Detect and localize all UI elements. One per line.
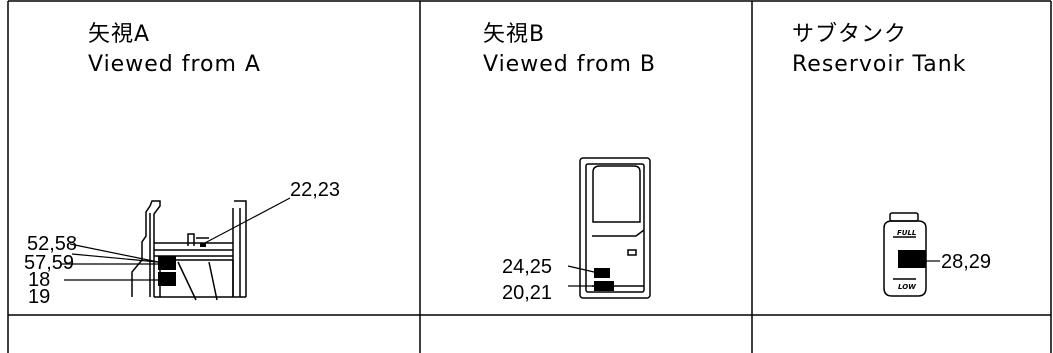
panel-frame [7,0,1052,353]
label-block-c [898,250,926,268]
label-blocks-b [594,268,614,291]
callout-19: 19 [28,286,50,308]
callout-18: 18 [28,269,50,291]
reservoir-tank-drawing [883,212,927,297]
panel-a-title-jp: 矢視A [88,22,150,47]
leader-lines-b [567,265,595,287]
panel-viewed-from-b: 矢視B Viewed from B 24,25 20,21 [483,22,656,304]
tank-low-mark: LOW [898,283,916,291]
callout-52-58: 52,58 [27,233,77,255]
callout-28-29: 28,29 [941,251,991,273]
engine-bay-drawing [131,200,247,301]
callout-57-59: 57,59 [24,252,74,274]
panel-c-title-jp: サブタンク [792,22,907,47]
door-panel-drawing [579,157,651,299]
leader-lines-a [62,197,291,281]
panel-viewed-from-a: 矢視A Viewed from A [24,22,340,308]
label-blocks-a [158,243,206,286]
tank-full-mark: FULL [897,229,916,237]
panel-c-title-en: Reservoir Tank [792,52,966,77]
panel-a-title-en: Viewed from A [88,52,261,77]
panel-b-title-en: Viewed from B [483,52,656,77]
callout-20-21: 20,21 [502,282,552,304]
callout-22-23: 22,23 [290,179,340,201]
callout-24-25: 24,25 [502,256,552,278]
panel-b-title-jp: 矢視B [483,22,545,47]
panel-reservoir-tank: サブタンク Reservoir Tank FULL LOW 28,29 [792,22,991,297]
